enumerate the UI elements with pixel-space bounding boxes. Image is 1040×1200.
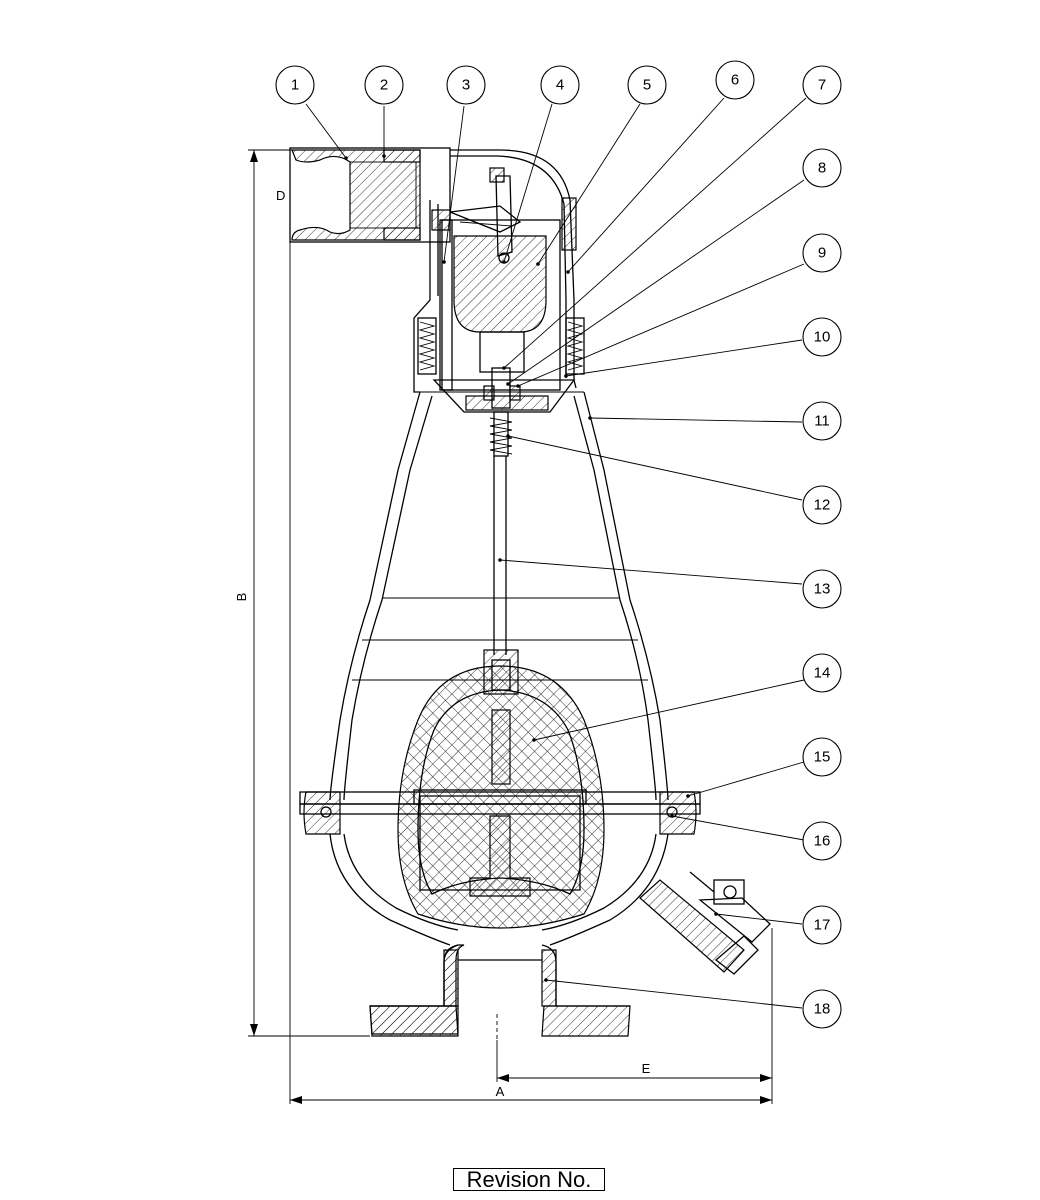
- base-flange: [369, 944, 631, 1040]
- callout-17: 17: [802, 905, 842, 945]
- stem-assembly: [483, 367, 521, 457]
- dimension-D: D: [276, 188, 285, 203]
- callout-3: 3: [446, 65, 486, 105]
- svg-text:2: 2: [380, 77, 388, 94]
- callout-18: 18: [802, 989, 842, 1029]
- callout-12: 12: [802, 485, 842, 525]
- dimension-D-label: D: [276, 188, 285, 203]
- svg-text:15: 15: [814, 749, 831, 766]
- drain-valve: [639, 871, 771, 975]
- svg-text:4: 4: [556, 77, 564, 94]
- callout-2: 2: [364, 65, 404, 105]
- callout-7: 7: [802, 65, 842, 105]
- callout-11: 11: [802, 401, 842, 441]
- callout-4: 4: [540, 65, 580, 105]
- dimension-A-label: A: [496, 1084, 505, 1099]
- svg-text:1: 1: [291, 77, 299, 94]
- svg-text:17: 17: [814, 917, 831, 934]
- svg-text:14: 14: [814, 665, 831, 682]
- dimension-E: E: [496, 1040, 772, 1082]
- callout-9: 9: [802, 233, 842, 273]
- svg-text:7: 7: [818, 77, 826, 94]
- revision-label: Revision No.: [453, 1168, 605, 1191]
- callout-leaders: [305, 97, 807, 1009]
- large-float: [397, 649, 605, 929]
- dimension-A: A: [289, 242, 773, 1104]
- callout-8: 8: [802, 148, 842, 188]
- svg-text:18: 18: [814, 1001, 831, 1018]
- svg-text:10: 10: [814, 329, 831, 346]
- outlet-flange: [289, 147, 451, 243]
- callout-6: 6: [715, 60, 755, 100]
- svg-text:9: 9: [818, 245, 826, 262]
- svg-text:16: 16: [814, 833, 831, 850]
- lever-linkage: [449, 167, 522, 264]
- svg-text:11: 11: [814, 413, 830, 430]
- small-float: [432, 219, 576, 413]
- svg-text:12: 12: [814, 497, 831, 514]
- callout-16: 16: [802, 821, 842, 861]
- callout-5: 5: [627, 65, 667, 105]
- callout-13: 13: [802, 569, 842, 609]
- dimension-B: B: [234, 149, 370, 1037]
- dimension-B-label: B: [234, 593, 249, 602]
- svg-text:3: 3: [462, 77, 470, 94]
- lower-body: [329, 833, 669, 946]
- callout-10: 10: [802, 317, 842, 357]
- svg-text:13: 13: [814, 581, 831, 598]
- svg-text:5: 5: [643, 77, 651, 94]
- callout-1: 1: [275, 65, 315, 105]
- svg-text:8: 8: [818, 160, 826, 177]
- shoulder-springs: [417, 317, 585, 375]
- callout-15: 15: [802, 737, 842, 777]
- svg-text:6: 6: [731, 72, 739, 89]
- callout-14: 14: [802, 653, 842, 693]
- main-body: [329, 391, 669, 801]
- stem-rod: [493, 456, 507, 655]
- dimension-E-label: E: [642, 1061, 651, 1076]
